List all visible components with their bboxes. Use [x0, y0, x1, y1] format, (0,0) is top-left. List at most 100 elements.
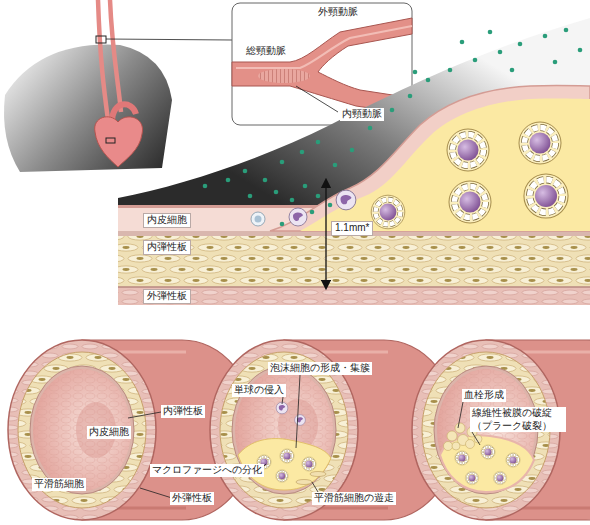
- zoom-marker: [96, 36, 106, 43]
- ldl-particle: [316, 140, 321, 145]
- leader-line: [128, 375, 480, 498]
- vessel-cross-section: [118, 18, 590, 305]
- thickness-arrow: [325, 183, 326, 285]
- process-label: マクロファージへの分化: [150, 464, 264, 477]
- layer-label: 外弾性板: [170, 492, 214, 505]
- early-lesion-tube: [310, 472, 326, 477]
- early-lesion-tube: [232, 366, 336, 494]
- process-label: 平滑筋細胞の遊走: [312, 492, 396, 505]
- process-label: 泡沫細胞の形成・集簇: [268, 362, 372, 375]
- monocyte: [255, 216, 262, 223]
- monocyte: [251, 190, 356, 226]
- leader-line: [296, 375, 300, 448]
- ldl-particle: [203, 184, 208, 189]
- ruptured-plaque-tube: [437, 369, 535, 491]
- carotid-inset: [236, 26, 412, 68]
- monocyte: [289, 208, 307, 226]
- ldl-particle: [518, 42, 523, 47]
- process-label: 血栓形成: [462, 389, 506, 402]
- ruptured-plaque-tube: [493, 471, 506, 484]
- early-lesion-tube: [238, 439, 331, 490]
- ldl-particle: [280, 160, 285, 165]
- layer-label: 外弾性板: [143, 289, 191, 304]
- normal-artery-tube: [33, 369, 131, 491]
- dimension-label: 1.1mm*: [331, 221, 373, 236]
- ldl-particle: [448, 68, 453, 73]
- leader-line: [282, 397, 283, 404]
- ldl-particle: [510, 68, 515, 73]
- artery-label: 総頸動脈: [246, 45, 286, 58]
- leader-line: [128, 412, 161, 418]
- early-lesion-tube: [280, 449, 294, 463]
- atheromatous-plaque: [270, 86, 590, 231]
- ldl-particle: [274, 190, 279, 195]
- foam-cell: [371, 122, 568, 229]
- layer-label: 内皮細胞: [143, 213, 191, 228]
- ruptured-plaque-tube: [437, 369, 535, 491]
- early-lesion-tube: [302, 457, 316, 471]
- foam-cell: [524, 174, 568, 218]
- ldl-particle: [248, 194, 253, 199]
- carotid-arteries: [98, 0, 121, 120]
- thrombus: [447, 431, 457, 441]
- ldl-particle: [426, 78, 431, 83]
- normal-artery-tube: [8, 340, 156, 520]
- heart: [95, 104, 143, 167]
- ldl-particle: [473, 58, 478, 63]
- monocyte: [251, 212, 265, 226]
- head-silhouette: [4, 45, 172, 172]
- ldl-particle: [408, 94, 413, 99]
- early-lesion-tube: [235, 369, 333, 491]
- foam-cell: [371, 195, 405, 229]
- foam-cell: [519, 122, 561, 164]
- ldl-particle: [328, 203, 333, 208]
- ldl-particle: [488, 30, 493, 35]
- layer-label: 平滑筋細胞: [32, 478, 86, 491]
- ldl-particle: [413, 70, 418, 75]
- monocyte: [336, 190, 356, 210]
- ldl-particle: [310, 210, 315, 215]
- thrombus: [452, 442, 460, 450]
- ruptured-plaque-tube: [412, 340, 590, 520]
- leader-line: [140, 488, 172, 498]
- thrombus: [455, 423, 465, 433]
- ldl-particle: [498, 50, 503, 55]
- leader-line: [260, 464, 266, 470]
- leader-line: [312, 482, 318, 492]
- carotid-inset: [258, 69, 310, 83]
- zoom-marker: [96, 36, 232, 43]
- ldl-particle: [290, 198, 295, 203]
- carotid-inset: [296, 86, 338, 112]
- ruptured-plaque-tube: [412, 340, 560, 520]
- vessel-cross-section: [118, 236, 590, 287]
- layer-label: 内皮細胞: [87, 426, 131, 439]
- ruptured-plaque-tube: [440, 435, 534, 492]
- leader-line: [472, 432, 480, 445]
- atheromatous-plaque: [270, 86, 590, 231]
- carotid-arteries: [110, 0, 121, 112]
- heart: [106, 138, 115, 143]
- ldl-particle: [553, 60, 558, 65]
- vessel-cross-section: [118, 18, 590, 240]
- ruptured-plaque-tube: [434, 366, 538, 494]
- early-lesion-tube: [295, 415, 306, 426]
- early-lesion-tube: [235, 369, 333, 491]
- thrombus: [444, 442, 453, 451]
- ldl-particle: [203, 28, 583, 227]
- thickness-arrow: [326, 183, 327, 285]
- layer-label: 内弾性板: [161, 405, 205, 418]
- process-label: 線維性被膜の破綻 （プラーク破裂）: [470, 407, 566, 432]
- ldl-particle: [368, 126, 373, 131]
- process-label: 単球の侵入: [232, 384, 286, 397]
- ldl-particle: [543, 34, 548, 39]
- ruptured-plaque-tube: [481, 445, 495, 459]
- artery-label: 外頸動脈: [318, 6, 358, 19]
- normal-artery-tube: [33, 369, 131, 491]
- vessel-cross-section: [118, 287, 590, 305]
- normal-artery-tube: [30, 366, 134, 494]
- early-lesion-tube: [276, 470, 289, 483]
- ldl-particle: [243, 169, 248, 174]
- carotid-arteries: [98, 0, 108, 120]
